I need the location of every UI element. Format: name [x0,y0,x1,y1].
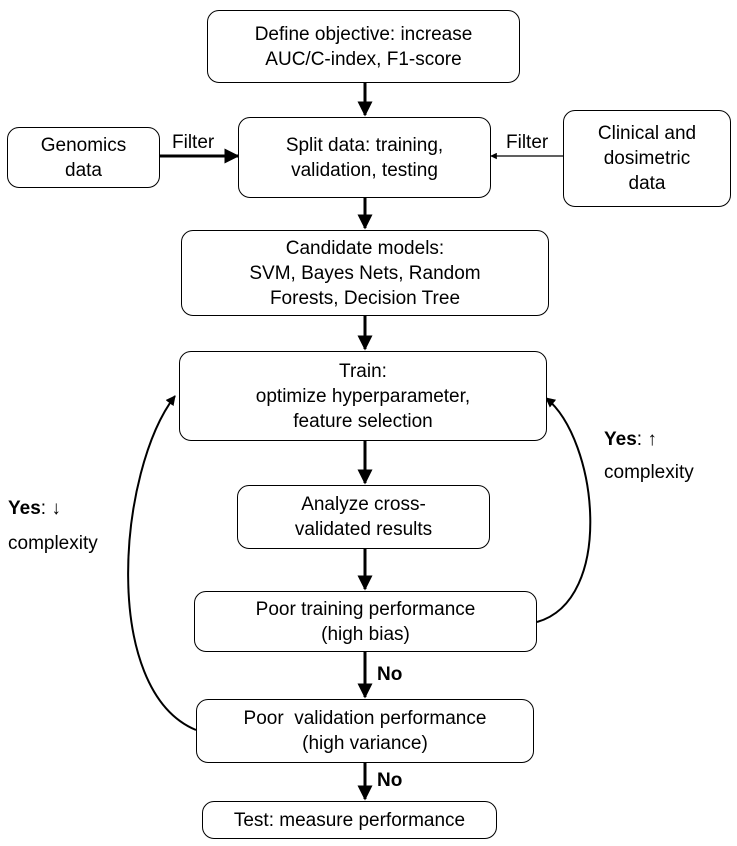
poor-validation-line-2: (high variance) [302,733,428,754]
genomics-box: Genomics data [7,127,160,188]
clinical-line-2: dosimetric [603,148,691,169]
split-line-1: Split data: training, [285,134,444,156]
train-line-1: Train: [339,360,387,382]
genomics-line-1: Genomics [40,134,127,156]
yes-right-complexity: complexity [604,462,694,483]
candidates-line-3: Forests, Decision Tree [269,287,461,309]
test-box: Test: measure performance [202,801,497,839]
filter-label-left: Filter [172,132,215,153]
test-line-1: Test: measure performance [233,809,466,831]
analyze-line-1: Analyze cross- [301,494,426,515]
yes-right-arrow: : ↑ [636,429,657,450]
poor-validation-box: Poor validation performance (high varianc… [196,699,534,763]
yes-left-arrow: : ↓ [40,498,61,519]
analyze-line-2: validated results [294,519,433,540]
candidates-box: Candidate models: SVM, Bayes Nets, Random… [181,230,549,316]
objective-line-1: Define objective: increase [254,23,473,45]
poor-validation-line-1: Poor validation performance [243,708,487,729]
poor-training-line-1: Poor training performance [255,598,476,620]
arrow-poor-training-loop-to-train [536,397,592,623]
clinical-line-1: Clinical and [597,123,697,144]
objective-line-2: AUC/C-index, F1-score [265,48,462,70]
poor-training-box: Poor training performance (high bias) [194,591,537,652]
no-label-validation: No [377,770,403,791]
arrow-poor-validation-loop-to-train [127,395,197,731]
yes-left-word: Yes [8,498,41,519]
train-line-2: optimize hyperparameter, [255,385,471,407]
candidates-line-2: SVM, Bayes Nets, Random [249,262,481,284]
split-box: Split data: training, validation, testing [238,117,491,198]
train-line-3: feature selection [293,410,433,432]
filter-label-right: Filter [506,132,549,153]
yes-left-complexity: complexity [8,533,98,554]
genomics-line-2: data [65,159,102,181]
candidates-line-1: Candidate models: [285,237,445,259]
split-line-2: validation, testing [291,159,438,181]
train-box: Train: optimize hyperparameter, feature se… [179,351,547,441]
yes-right-label: Yes: ↑ [604,428,657,452]
clinical-line-3: data [628,173,666,194]
no-label-training: No [377,664,403,685]
yes-right-word: Yes [604,429,637,450]
analyze-box: Analyze cross-validated results [237,485,490,549]
clinical-box: Clinical and dosimetric data [563,110,731,207]
poor-training-line-2: (high bias) [321,623,410,645]
yes-left-label: Yes: ↓ [8,497,61,521]
